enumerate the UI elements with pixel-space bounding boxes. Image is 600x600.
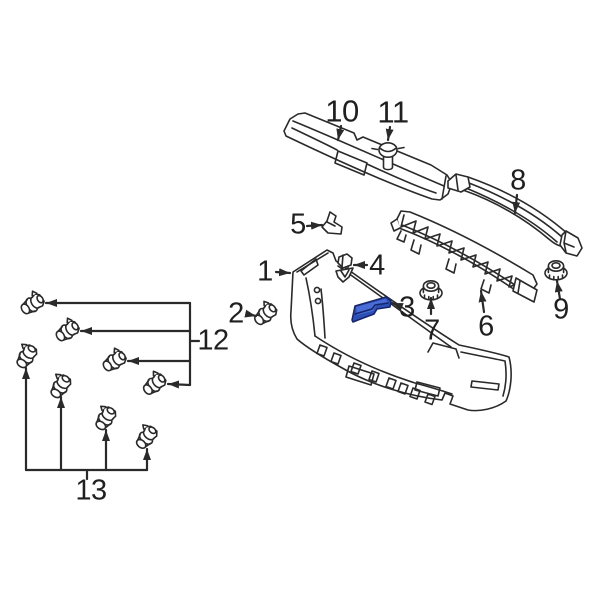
callout-9-label: 9 (553, 293, 569, 326)
callout-10-arrow (336, 124, 345, 142)
part-5-clip (321, 211, 343, 235)
part-10-step-pad (283, 112, 453, 201)
part-12-clip-group (15, 287, 170, 399)
callout-12-bracket (188, 301, 201, 387)
callout-13-bracket (24, 468, 149, 481)
callout-2-label: 2 (228, 297, 244, 330)
callout-8-arrow (512, 193, 521, 215)
callout-1-label: 1 (257, 255, 273, 288)
callout-2-arrow (244, 309, 258, 318)
callout-3-arrow (390, 301, 404, 311)
callout-11-arrow (385, 125, 394, 142)
callout-4-label: 4 (369, 249, 385, 282)
part-11-push-pin (371, 142, 405, 171)
callout-7-label: 7 (424, 314, 440, 347)
callout-3-label: 3 (399, 291, 415, 324)
callout-8-label: 8 (510, 164, 526, 197)
part-13-screw-clip-group (9, 339, 161, 453)
part-3-side-bracket-highlight (351, 296, 392, 323)
callout-arrows (22, 124, 563, 481)
part-6-energy-absorber (390, 210, 538, 303)
callout-6-arrow (478, 289, 487, 314)
part-2-clip (248, 297, 281, 329)
callout-9-arrow (554, 279, 563, 301)
part-9-nut (544, 259, 568, 281)
callout-10-label: 10 (325, 93, 359, 129)
callout-5-label: 5 (290, 208, 306, 241)
part-4-clip (335, 253, 354, 283)
callout-5-arrow (305, 221, 324, 230)
callout-1-arrow (274, 268, 292, 277)
callout-13-label: 13 (75, 474, 107, 507)
callout-6-label: 6 (478, 310, 494, 343)
callout-12-label: 12 (197, 324, 229, 357)
callout-11-label: 11 (377, 94, 409, 130)
